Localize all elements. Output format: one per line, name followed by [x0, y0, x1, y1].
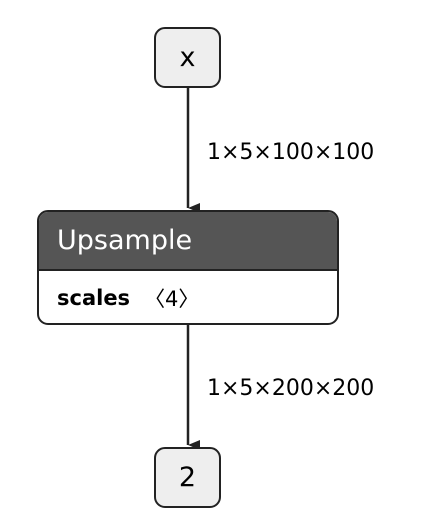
attribute-name-scales: scales: [57, 286, 131, 310]
upsample-node-title: Upsample: [57, 225, 193, 256]
edge-shape-label-input: 1×5×100×100: [207, 140, 375, 165]
upsample-node-attributes: scales 〈4〉: [39, 271, 337, 323]
attribute-value-scales: 〈4〉: [144, 287, 200, 311]
edge-shape-label-output: 1×5×200×200: [207, 376, 375, 401]
upsample-node-header: Upsample: [39, 212, 337, 271]
upsample-node[interactable]: Upsample scales 〈4〉: [37, 210, 339, 325]
output-node-label: 2: [178, 462, 197, 493]
input-node-label: x: [179, 42, 196, 73]
output-node-2[interactable]: 2: [154, 447, 221, 508]
input-node-x[interactable]: x: [154, 27, 221, 88]
